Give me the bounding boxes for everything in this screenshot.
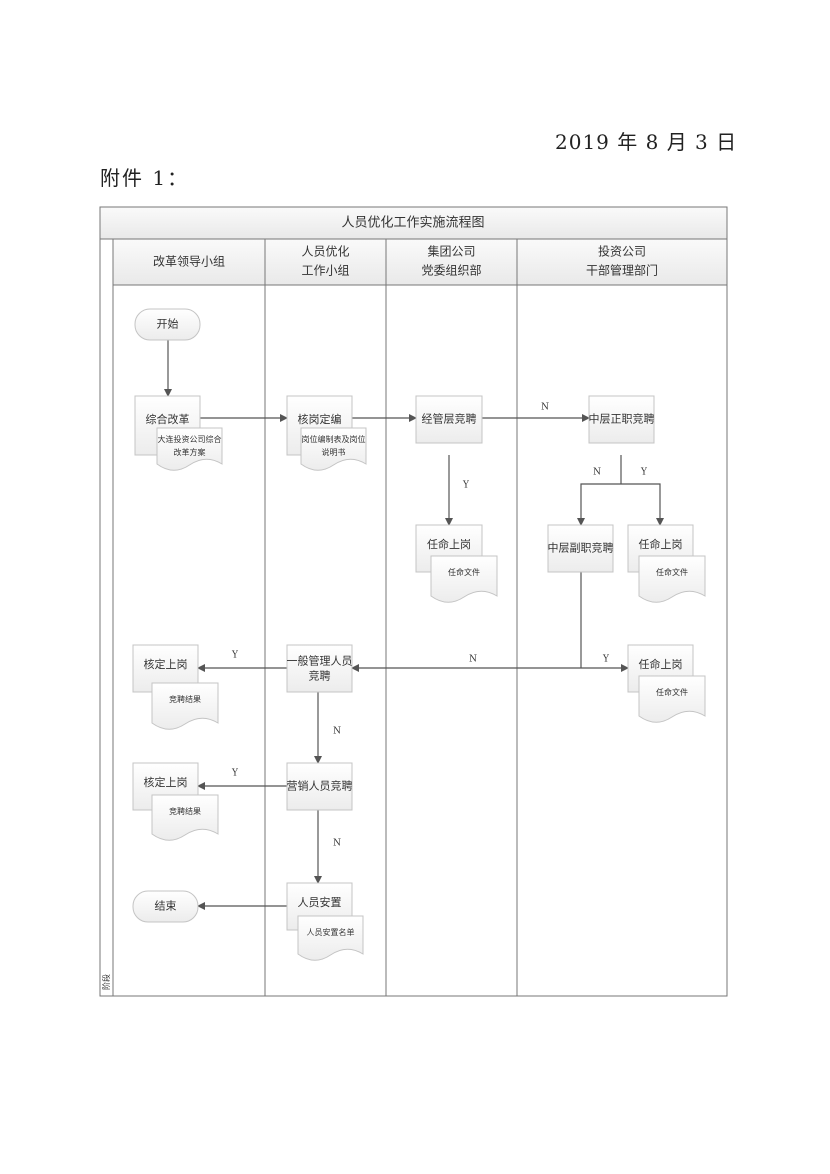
appoint1-document-label: 任命文件 <box>448 567 480 577</box>
lane-header-0: 改革领导小组 <box>153 255 225 269</box>
end-node <box>132 890 199 923</box>
edge-mid-deputy <box>577 483 621 526</box>
appoint1-document <box>430 555 498 603</box>
lane-header-2-line2: 党委组织部 <box>421 263 481 278</box>
general-mgmt-node <box>286 644 353 693</box>
confirm1-document <box>151 682 219 730</box>
lane-header-row <box>112 238 728 286</box>
appoint2-document-label: 任命文件 <box>656 567 688 577</box>
reform-document <box>156 427 223 471</box>
stage-label: 阶段 <box>101 974 111 990</box>
appoint3-node-label: 任命上岗 <box>639 657 683 671</box>
post-check-node-label: 核岗定编 <box>298 412 342 426</box>
post-document <box>300 427 367 471</box>
end-node-label: 结束 <box>155 900 177 913</box>
lane-header-1-line1: 人员优化 <box>301 245 349 259</box>
placement-document-label: 人员安置名单 <box>307 927 355 937</box>
mid-deputy-node-label: 中层副职竞聘 <box>548 541 614 555</box>
mid-chief-node-label: 中层正职竞聘 <box>589 412 655 426</box>
mid-deputy-node <box>547 524 614 573</box>
swimlane-frame <box>99 206 728 997</box>
reform-document-label-2: 改革方案 <box>174 447 206 457</box>
edge-label-exec-mid: N <box>541 403 549 413</box>
edge-label-general-confirm: Y <box>231 651 239 661</box>
confirm2-document-label: 竞聘结果 <box>169 806 201 816</box>
post-document-label-2: 说明书 <box>322 447 346 457</box>
placement-node-label: 人员安置 <box>298 895 342 909</box>
lane-header-2-line1: 集团公司 <box>427 244 475 259</box>
appoint3-document-label: 任命文件 <box>656 687 688 697</box>
confirm2-node-label: 核定上岗 <box>144 775 188 789</box>
start-node-label: 开始 <box>157 317 179 331</box>
edge-label-exec-appoint: Y <box>462 481 470 491</box>
mid-chief-node <box>588 395 655 444</box>
attachment-label: 附件 1： <box>100 166 190 190</box>
edge-label-sales-confirm: Y <box>231 769 239 779</box>
sales-node-label: 营销人员竞聘 <box>287 779 353 793</box>
general-mgmt-node-label-2: 竞聘 <box>309 669 331 683</box>
reform-document-label-1: 大连投资公司综合 <box>158 434 222 444</box>
exec-compete-node <box>415 395 483 444</box>
confirm1-node-label: 核定上岗 <box>144 657 188 671</box>
appoint2-document <box>638 555 706 603</box>
edge-mid-appoint <box>621 483 664 526</box>
sales-node <box>286 762 353 811</box>
lane-header-3-line2: 干部管理部门 <box>586 263 658 278</box>
edge-label-general-sales: N <box>333 727 341 737</box>
lane-header-1-line2: 工作小组 <box>301 264 349 278</box>
confirm1-document-label: 竞聘结果 <box>169 694 201 704</box>
general-mgmt-node-label-1: 一般管理人员 <box>287 654 353 668</box>
confirm2-document <box>151 794 219 841</box>
edge-label-deputy-general: N <box>469 655 477 665</box>
edge-label-sales-placement: N <box>333 839 341 849</box>
appoint3-document <box>638 675 706 723</box>
document-date: 2019 年 8 月 3 日 <box>555 130 738 154</box>
lane-header-3-line1: 投资公司 <box>598 244 646 259</box>
title-band <box>99 206 728 240</box>
edge-label-deputy-appoint: Y <box>602 655 610 665</box>
edge-label-mid-appoint: Y <box>640 468 648 478</box>
edge-label-mid-deputy: N <box>593 468 601 478</box>
exec-compete-node-label: 经管层竞聘 <box>422 412 477 426</box>
start-node <box>134 308 201 341</box>
reform-node-label: 综合改革 <box>146 412 190 426</box>
placement-document <box>297 915 364 961</box>
appoint1-node-label: 任命上岗 <box>427 537 471 551</box>
post-document-label-1: 岗位编制表及岗位 <box>302 434 366 444</box>
diagram-title: 人员优化工作实施流程图 <box>341 216 484 231</box>
appoint2-node-label: 任命上岗 <box>639 537 683 551</box>
